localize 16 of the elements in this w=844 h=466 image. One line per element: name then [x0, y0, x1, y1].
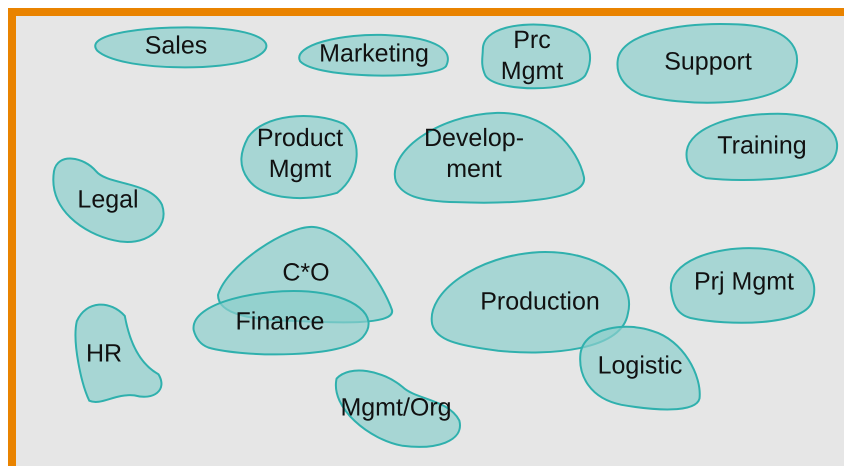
node-label: Prj Mgmt — [694, 266, 794, 298]
node-label: Production — [480, 286, 600, 318]
node-label: Marketing — [319, 38, 429, 70]
node-label: Logistic — [598, 350, 682, 382]
node-label: Training — [717, 130, 807, 162]
node-label: Product Mgmt — [256, 123, 344, 185]
node-label: Support — [664, 46, 752, 78]
node-label: Develop- ment — [422, 123, 526, 185]
node-label: Sales — [144, 30, 208, 62]
node-label: Finance — [236, 306, 324, 338]
node-label: Legal — [77, 184, 139, 216]
node-label: HR — [86, 338, 122, 370]
node-label: C*O — [282, 258, 330, 288]
blob-shape — [190, 288, 372, 358]
blob-shape — [668, 246, 818, 326]
node-label: Prc Mgmt — [500, 25, 564, 87]
